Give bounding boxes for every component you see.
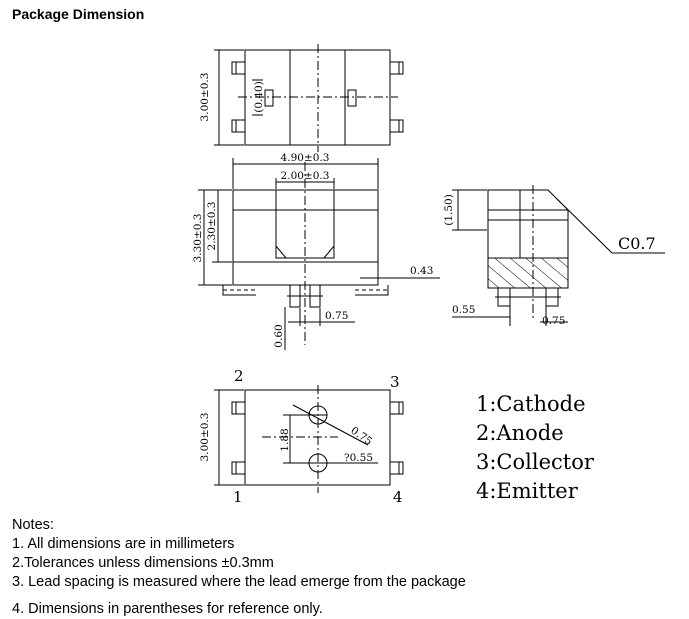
top-lead <box>231 119 246 133</box>
top-view <box>214 44 404 152</box>
side-view <box>452 185 665 326</box>
page-title: Package Dimension <box>12 6 145 22</box>
pin-label-1: 1 <box>233 488 243 506</box>
pin-label-2: 2 <box>234 367 244 385</box>
front-body-dim: 2.00±0.3 <box>281 170 330 182</box>
bottom-spacing-dim: 1.88 <box>279 428 291 451</box>
pin-label-4: 4 <box>393 488 403 506</box>
side-chamfer-dim: C0.7 <box>618 234 656 253</box>
pin-legend: 1:Cathode 2:Anode 3:Collector 4:Emitter <box>476 392 595 503</box>
note-item: 4. Dimensions in parentheses for referen… <box>12 601 323 617</box>
side-view-body <box>487 189 569 289</box>
legend-item: 2:Anode <box>476 421 564 445</box>
top-lead <box>389 61 404 75</box>
front-inner-height-dim: 2.30±0.3 <box>206 202 218 251</box>
legend-item: 1:Cathode <box>476 392 586 416</box>
side-lead-dim-left: 0.55 <box>452 304 475 316</box>
bottom-lead <box>231 461 246 475</box>
top-lead <box>231 61 246 75</box>
front-lead-offset-dim: 0.43 <box>410 265 433 277</box>
top-lead <box>389 119 404 133</box>
side-lead-dim-right: 0.75 <box>542 315 565 327</box>
side-view-hatched-base <box>487 257 569 289</box>
bottom-lead <box>389 401 404 415</box>
note-item: 1. All dimensions are in millimeters <box>12 536 235 552</box>
top-height-dim: 3.00±0.3 <box>199 73 211 122</box>
front-lead-pitch-dim: 0.75 <box>325 310 348 322</box>
front-height-dim: 3.30±0.3 <box>192 214 204 263</box>
notes-section: Notes: 1. All dimensions are in millimet… <box>12 516 466 619</box>
front-lead-length-dim: 0.60 <box>273 324 285 347</box>
top-inner-dim: (0.40) <box>253 81 265 113</box>
note-item: 2.Tolerances unless dimensions ±0.3mm <box>12 555 274 571</box>
bottom-lead <box>389 461 404 475</box>
front-view-lens <box>275 189 335 259</box>
bottom-lead <box>231 401 246 415</box>
side-top-dim: (1.50) <box>443 194 455 226</box>
bottom-hole-dim: ?0.55 <box>344 452 373 464</box>
front-view <box>198 158 440 350</box>
bottom-height-dim: 3.00±0.3 <box>199 413 211 462</box>
front-width-dim: 4.90±0.3 <box>281 152 330 164</box>
pin-label-3: 3 <box>390 373 400 391</box>
legend-item: 4:Emitter <box>476 479 579 503</box>
notes-heading: Notes: <box>12 517 54 533</box>
bottom-view <box>214 385 404 493</box>
note-item: 3. Lead spacing is measured where the le… <box>12 574 466 590</box>
bottom-diagonal-dim: 0.75 <box>348 425 374 448</box>
legend-item: 3:Collector <box>476 450 595 474</box>
